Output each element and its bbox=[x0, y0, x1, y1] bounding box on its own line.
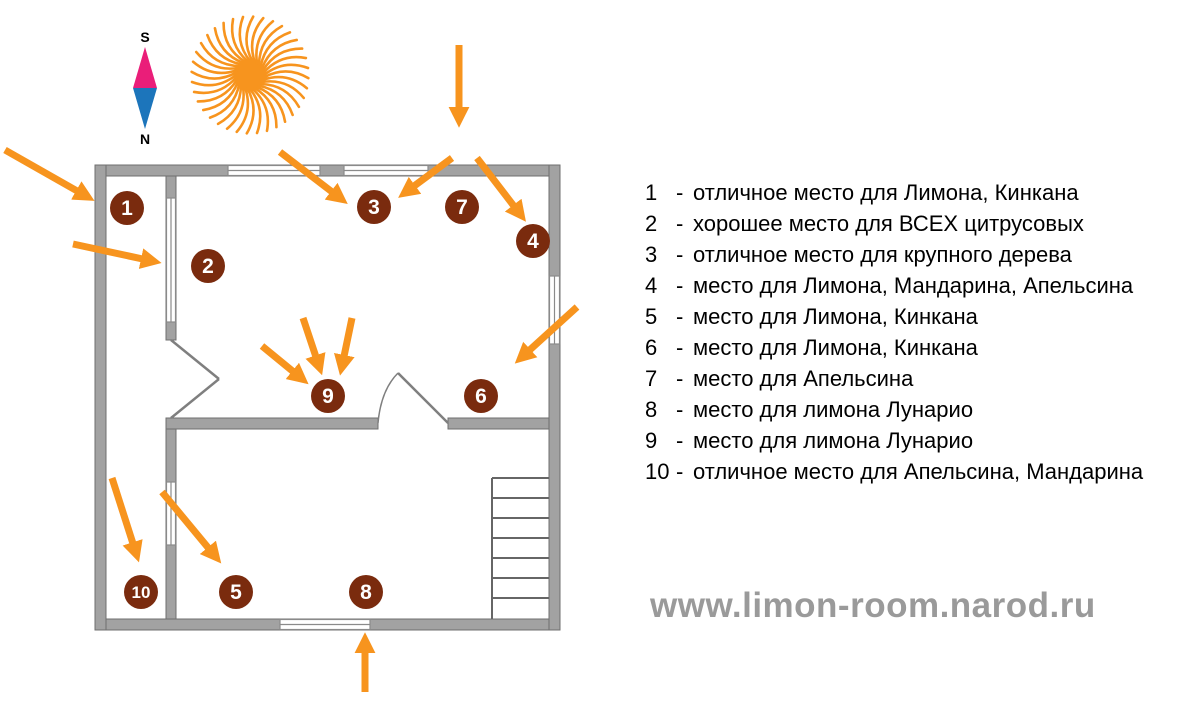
legend-item: 5 - место для Лимона, Кинкана bbox=[645, 301, 1143, 332]
plan-marker-1: 1 bbox=[110, 191, 144, 225]
plan-marker-5: 5 bbox=[219, 575, 253, 609]
plan-marker-7: 7 bbox=[445, 190, 479, 224]
legend-item-number: 8 bbox=[645, 396, 658, 422]
legend-item-dash: - bbox=[676, 210, 684, 236]
door-left bbox=[170, 339, 220, 419]
sunlight-arrow bbox=[334, 317, 356, 376]
legend-item-text: хорошее место для ВСЕХ цитрусовых bbox=[693, 210, 1084, 236]
legend-item-number: 4 bbox=[645, 272, 658, 298]
legend-item-dash: - bbox=[676, 303, 684, 329]
plan-marker-6: 6 bbox=[464, 379, 498, 413]
legend-item: 2 - хорошее место для ВСЕХ цитрусовых bbox=[645, 208, 1143, 239]
window-bottom bbox=[279, 618, 371, 631]
plan-marker-9: 9 bbox=[311, 379, 345, 413]
plan-marker-4: 4 bbox=[516, 224, 550, 258]
window-inner-lower bbox=[165, 481, 177, 546]
legend-item: 4 - место для Лимона, Мандарина, Апельси… bbox=[645, 270, 1143, 301]
plan-marker-2: 2 bbox=[191, 249, 225, 283]
window-right bbox=[548, 275, 561, 345]
legend-item-number: 1 bbox=[645, 179, 658, 205]
sunlight-arrow bbox=[474, 155, 526, 222]
windows bbox=[165, 164, 561, 631]
legend-item-dash: - bbox=[676, 458, 684, 484]
legend-item-text: место для лимона Лунарио bbox=[693, 427, 974, 453]
legend-item-text: место для Лимона, Кинкана bbox=[693, 303, 978, 329]
plan-marker-10: 10 bbox=[124, 575, 158, 609]
legend: 1 - отличное место для Лимона, Кинкана 2… bbox=[645, 177, 1143, 487]
legend-item-number: 3 bbox=[645, 241, 658, 267]
legend-item-number: 2 bbox=[645, 210, 658, 236]
legend-item: 3 - отличное место для крупного дерева bbox=[645, 239, 1143, 270]
legend-item-dash: - bbox=[676, 334, 684, 360]
legend-item: 9 - место для лимона Лунарио bbox=[645, 425, 1143, 456]
legend-item-text: отличное место для Лимона, Кинкана bbox=[693, 179, 1079, 205]
legend-item-number: 6 bbox=[645, 334, 658, 360]
legend-item-number: 9 bbox=[645, 427, 658, 453]
legend-item: 7 - место для Апельсина bbox=[645, 363, 1143, 394]
legend-item-number: 10 bbox=[645, 458, 670, 484]
legend-item-number: 5 bbox=[645, 303, 658, 329]
legend-item: 1 - отличное место для Лимона, Кинкана bbox=[645, 177, 1143, 208]
sunlight-arrows bbox=[3, 45, 580, 692]
legend-item-dash: - bbox=[676, 396, 684, 422]
compass-south-label: S bbox=[140, 29, 149, 45]
sunlight-arrow bbox=[72, 240, 162, 269]
legend-item-text: отличное место для крупного дерева bbox=[693, 241, 1072, 267]
compass-north-needle bbox=[133, 88, 157, 129]
legend-item-text: место для Лимона, Мандарина, Апельсина bbox=[693, 272, 1134, 298]
legend-item-dash: - bbox=[676, 365, 684, 391]
doors bbox=[170, 339, 449, 424]
sunlight-arrow bbox=[3, 146, 95, 201]
sunlight-arrow bbox=[398, 155, 455, 198]
legend-item: 6 - место для Лимона, Кинкана bbox=[645, 332, 1143, 363]
sunlight-arrow bbox=[159, 489, 222, 564]
compass-north-label: N bbox=[140, 131, 150, 147]
sunlight-arrow bbox=[299, 316, 326, 376]
legend-item-text: отличное место для Апельсина, Мандарина bbox=[693, 458, 1144, 484]
window-top-right bbox=[343, 164, 429, 177]
plan-marker-8: 8 bbox=[349, 575, 383, 609]
legend-item-text: место для Лимона, Кинкана bbox=[693, 334, 978, 360]
legend-item-text: место для лимона Лунарио bbox=[693, 396, 974, 422]
window-inner-upper bbox=[165, 197, 177, 323]
door-middle bbox=[377, 372, 449, 424]
compass-icon: S N bbox=[133, 29, 157, 147]
legend-item-dash: - bbox=[676, 272, 684, 298]
legend-item-dash: - bbox=[676, 241, 684, 267]
legend-item-number: 7 bbox=[645, 365, 658, 391]
legend-item: 10 - отличное место для Апельсина, Манда… bbox=[645, 456, 1143, 487]
watermark: www.limon-room.narod.ru bbox=[650, 586, 1096, 625]
plan-marker-3: 3 bbox=[357, 190, 391, 224]
legend-item-text: место для Апельсина bbox=[693, 365, 914, 391]
compass-south-needle bbox=[133, 47, 157, 88]
sunlight-arrow bbox=[277, 149, 348, 204]
sunlight-arrow bbox=[514, 304, 580, 364]
legend-item-dash: - bbox=[676, 179, 684, 205]
sunlight-arrow bbox=[259, 343, 309, 385]
sun-icon bbox=[189, 14, 311, 136]
legend-item-dash: - bbox=[676, 427, 684, 453]
sunlight-arrow bbox=[108, 476, 143, 563]
stairs bbox=[491, 477, 549, 619]
legend-item: 8 - место для лимона Лунарио bbox=[645, 394, 1143, 425]
